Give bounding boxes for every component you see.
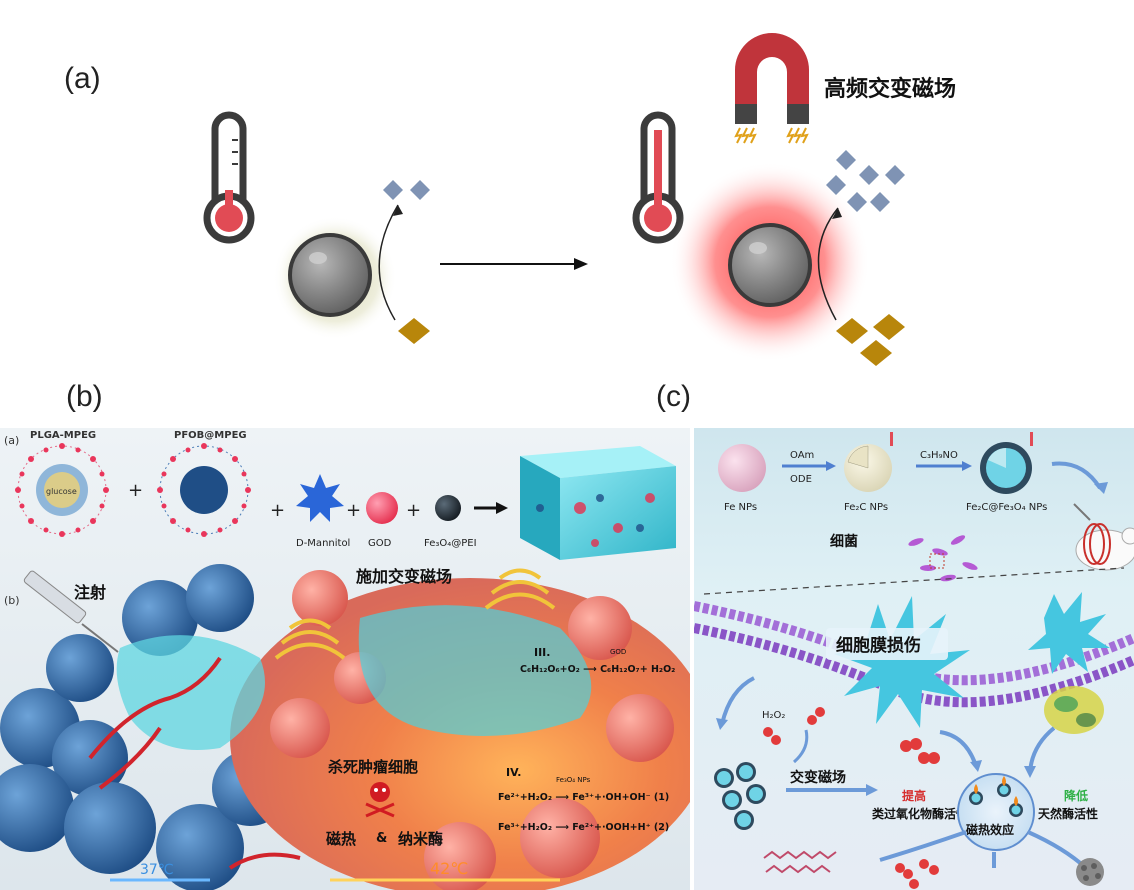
loaded-drug-diamond (398, 318, 430, 344)
panel-label-c: (c) (656, 380, 691, 413)
debris-particles-icon (1076, 858, 1104, 886)
field-label: 交变磁场 (790, 769, 846, 786)
blood-vessels (88, 656, 301, 870)
panel-c-illustration: Fe NPs OAm ODE Fe₂C NPs C₃H₉NO Fe₂C@Fe₃O… (694, 428, 1134, 890)
boundary-dashed-line (703, 567, 1125, 595)
nanoparticle-cluster (714, 762, 766, 830)
fe-nps-sphere (718, 444, 766, 492)
flame-particle-icons (969, 776, 1023, 817)
fe2c-nps-label: Fe₂C NPs (844, 502, 888, 513)
ode-label: ODE (790, 474, 812, 485)
svg-text:+: + (406, 500, 421, 521)
horseshoe-magnet-icon (734, 33, 809, 144)
nanoparticle-sphere-heated (728, 223, 812, 307)
plga-micelle: glucose (15, 443, 109, 537)
membrane-damage-label: 细胞膜损伤 (836, 635, 921, 656)
god-label: GOD (368, 538, 392, 549)
mannitol-label: D-Mannitol (296, 538, 350, 549)
syringe-icon (23, 570, 119, 653)
thermometer-low-icon (203, 111, 255, 244)
c3h9no-label: C₃H₉NO (920, 450, 958, 461)
peroxidase-activity-label: 类过氧化物酶活性 (872, 806, 968, 821)
tumor-hydrogel (358, 605, 592, 736)
skull-icon (365, 782, 395, 818)
heat-label: 磁热 (326, 830, 356, 848)
glucose-reaction: C₆H₁₂O₆+O₂ ⟶ C₆H₁₂O₇+ H₂O₂ (520, 664, 675, 675)
fe-nps-label: Fe NPs (724, 502, 757, 513)
release-arrow-heated (817, 207, 839, 321)
mannitol-star-icon (296, 474, 344, 522)
increase-label: 提高 (902, 788, 926, 803)
magnet-field-label: 高频交变磁场 (824, 76, 956, 102)
membrane-damage-burst-right (1028, 592, 1110, 674)
mhe-label: 磁热效应 (965, 822, 1014, 837)
h2o2-molecules (763, 707, 940, 764)
mouse-icon (1073, 503, 1134, 571)
decrease-label: 降低 (1064, 788, 1088, 803)
bacteria-cluster-icon (908, 535, 978, 582)
temp-42-label: 42℃ (430, 859, 468, 878)
released-drug-diamonds (383, 180, 430, 200)
inject-label: 注射 (74, 583, 106, 602)
svg-text:+: + (270, 500, 285, 521)
svg-text:+: + (128, 480, 143, 501)
step-3-label: III. (534, 646, 550, 659)
h2o2-label: H₂O₂ (762, 710, 785, 721)
panel-label-a: (a) (64, 62, 101, 95)
panel-label-b: (b) (66, 380, 103, 413)
magnetic-field-waves-icon (274, 568, 556, 660)
panel-a-illustration: 高频交变磁场 (203, 33, 956, 366)
fenton-reaction-1: Fe²⁺+H₂O₂ ⟶ Fe³⁺+·OH+OH⁻ (1) (498, 792, 669, 803)
kill-tumor-label: 杀死肿瘤细胞 (328, 758, 418, 776)
plga-mpeg-label: PLGA-MPEG (30, 430, 96, 441)
glucose-label: glucose (46, 487, 77, 496)
sub-label-a: (a) (4, 434, 19, 447)
svg-text:+: + (346, 500, 361, 521)
sub-label-b: (b) (4, 594, 20, 607)
core-shell-nps-label: Fe₂C@Fe₃O₄ NPs (966, 502, 1047, 513)
temp-37-label: 37℃ (140, 862, 174, 878)
nanoparticle-sphere (288, 233, 372, 317)
nanozyme-label: 纳米酶 (398, 830, 443, 848)
injected-hydrogel (116, 635, 266, 750)
apply-field-label: 施加交变磁场 (356, 567, 452, 586)
release-arrow (378, 204, 399, 321)
fe3o4-ball-icon (435, 495, 461, 521)
god-small-label: GOD (610, 648, 626, 656)
radical-molecules (895, 859, 939, 889)
loaded-drug-diamonds-heated (836, 314, 905, 366)
pfob-micelle (157, 443, 251, 537)
thermometer-high-icon (632, 111, 684, 244)
natural-enzyme-label: 天然酶活性 (1038, 806, 1098, 821)
god-ball-icon (366, 492, 398, 524)
protein-fragments-icon (763, 850, 837, 874)
oam-label: OAm (790, 450, 814, 461)
fe3o4-nps-small-label: Fe₃O₄ NPs (556, 776, 591, 784)
panel-b-illustration: (a) PLGA-MPEG PFOB@MPEG glucose + + D-Ma… (0, 428, 690, 890)
fenton-reaction-2: Fe³⁺+H₂O₂ ⟶ Fe²⁺+·OOH+H⁺ (2) (498, 822, 669, 833)
bacteria-label: 细菌 (830, 533, 858, 550)
pfob-mpeg-label: PFOB@MPEG (174, 430, 247, 441)
released-drug-diamonds-many (826, 150, 905, 212)
enzyme-structure-icon (1044, 686, 1104, 734)
amp-label: & (376, 831, 387, 846)
step-4-label: IV. (506, 766, 521, 779)
hydrogel-block (520, 446, 676, 560)
fe3o4-label: Fe₃O₄@PEI (424, 538, 477, 549)
